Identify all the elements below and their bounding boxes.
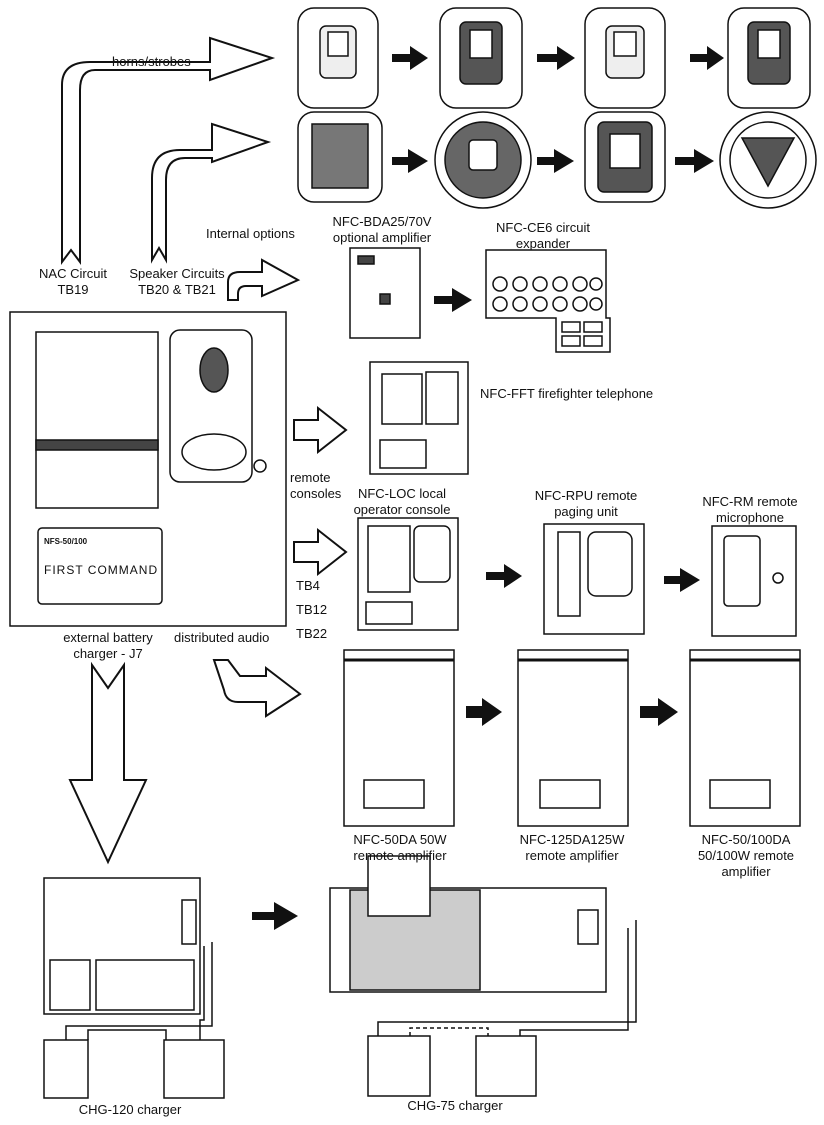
solid-arrow xyxy=(392,46,428,70)
loc-subtitle: operator console xyxy=(353,502,451,517)
horn-strobe-device xyxy=(297,7,379,109)
solid-arrow xyxy=(537,46,575,70)
ce6-title: NFC-CE6 circuit xyxy=(496,220,590,235)
tb12-label: TB12 xyxy=(296,602,328,617)
solid-arrow xyxy=(252,902,298,930)
da50-title: NFC-50DA 50W xyxy=(353,832,447,847)
da100-subtitle-2: amplifier xyxy=(721,864,771,879)
speaker-device xyxy=(434,111,532,209)
speaker-device xyxy=(297,111,383,203)
ce6-board xyxy=(485,249,611,353)
loc-title: NFC-LOC local xyxy=(357,486,447,501)
chg75-board xyxy=(329,855,637,1097)
chg120-board xyxy=(43,877,225,1099)
fft-label: NFC-FFT firefighter telephone xyxy=(480,386,654,401)
speaker-circuits-label: Speaker Circuits xyxy=(129,266,225,281)
solid-arrow xyxy=(466,698,502,726)
solid-arrow xyxy=(640,698,678,726)
charger-j7-label: charger - J7 xyxy=(73,646,143,661)
bda-title: NFC-BDA25/70V xyxy=(332,214,432,229)
consoles-label: consoles xyxy=(290,486,342,501)
nac-tb-label: TB19 xyxy=(57,282,89,297)
horns-strobes-label: horns/strobes xyxy=(112,54,191,69)
ce6-subtitle: expander xyxy=(515,236,571,251)
speaker-row xyxy=(297,111,817,209)
bda-subtitle: optional amplifier xyxy=(332,230,432,245)
loc-unit xyxy=(357,517,459,631)
speaker-device xyxy=(719,111,817,209)
chg120-label: CHG-120 charger xyxy=(78,1102,182,1117)
solid-arrow xyxy=(537,149,574,173)
nac-circuit-label: NAC Circuit xyxy=(39,266,107,281)
speaker-tb-label: TB20 & TB21 xyxy=(138,282,216,297)
horn-strobe-device xyxy=(727,7,811,109)
solid-arrow xyxy=(664,568,700,592)
da100-title: NFC-50/100DA xyxy=(701,832,791,847)
internal-options-label: Internal options xyxy=(206,226,295,241)
tb4-label: TB4 xyxy=(296,578,320,593)
fft-unit xyxy=(369,361,469,475)
solid-arrow xyxy=(434,288,472,312)
tb22-label: TB22 xyxy=(296,626,328,641)
bda-board xyxy=(349,247,421,339)
horn-strobe-row xyxy=(297,7,811,109)
solid-arrows xyxy=(252,46,724,930)
da50-subtitle: remote amplifier xyxy=(353,848,447,863)
da100-subtitle: 50/100W remote xyxy=(697,848,795,863)
speaker-device xyxy=(584,111,666,203)
remote-consoles-arrow xyxy=(293,405,348,455)
nac-arrow xyxy=(61,36,276,265)
rm-subtitle: microphone xyxy=(716,510,784,525)
panel-model: NFS-50/100 xyxy=(44,537,88,546)
internal-options-arrow xyxy=(227,258,301,301)
solid-arrow xyxy=(690,46,724,70)
rm-unit xyxy=(711,525,797,637)
horn-strobe-device xyxy=(584,7,666,109)
rpu-subtitle: paging unit xyxy=(554,504,618,519)
distributed-audio-label: distributed audio xyxy=(174,630,270,645)
solid-arrow xyxy=(486,564,522,588)
solid-arrow xyxy=(675,149,714,173)
speaker-arrow xyxy=(151,122,272,264)
tb-arrow xyxy=(293,527,348,577)
horn-strobe-device xyxy=(439,7,523,109)
panel-brand: FIRST COMMAND xyxy=(44,563,159,577)
da-amplifiers xyxy=(343,649,801,827)
main-panel xyxy=(9,311,287,627)
da125-title: NFC-125DA125W xyxy=(519,832,625,847)
chg75-label: CHG-75 charger xyxy=(407,1098,503,1113)
rpu-title: NFC-RPU remote xyxy=(534,488,638,503)
da125-subtitle: remote amplifier xyxy=(525,848,619,863)
distributed-audio-arrow xyxy=(212,659,302,718)
rpu-unit xyxy=(543,523,645,635)
remote-label: remote xyxy=(290,470,331,485)
rm-title: NFC-RM remote xyxy=(702,494,798,509)
battery-charger-arrow xyxy=(68,661,148,865)
solid-arrow xyxy=(392,149,428,173)
external-battery-label: external battery xyxy=(63,630,153,645)
